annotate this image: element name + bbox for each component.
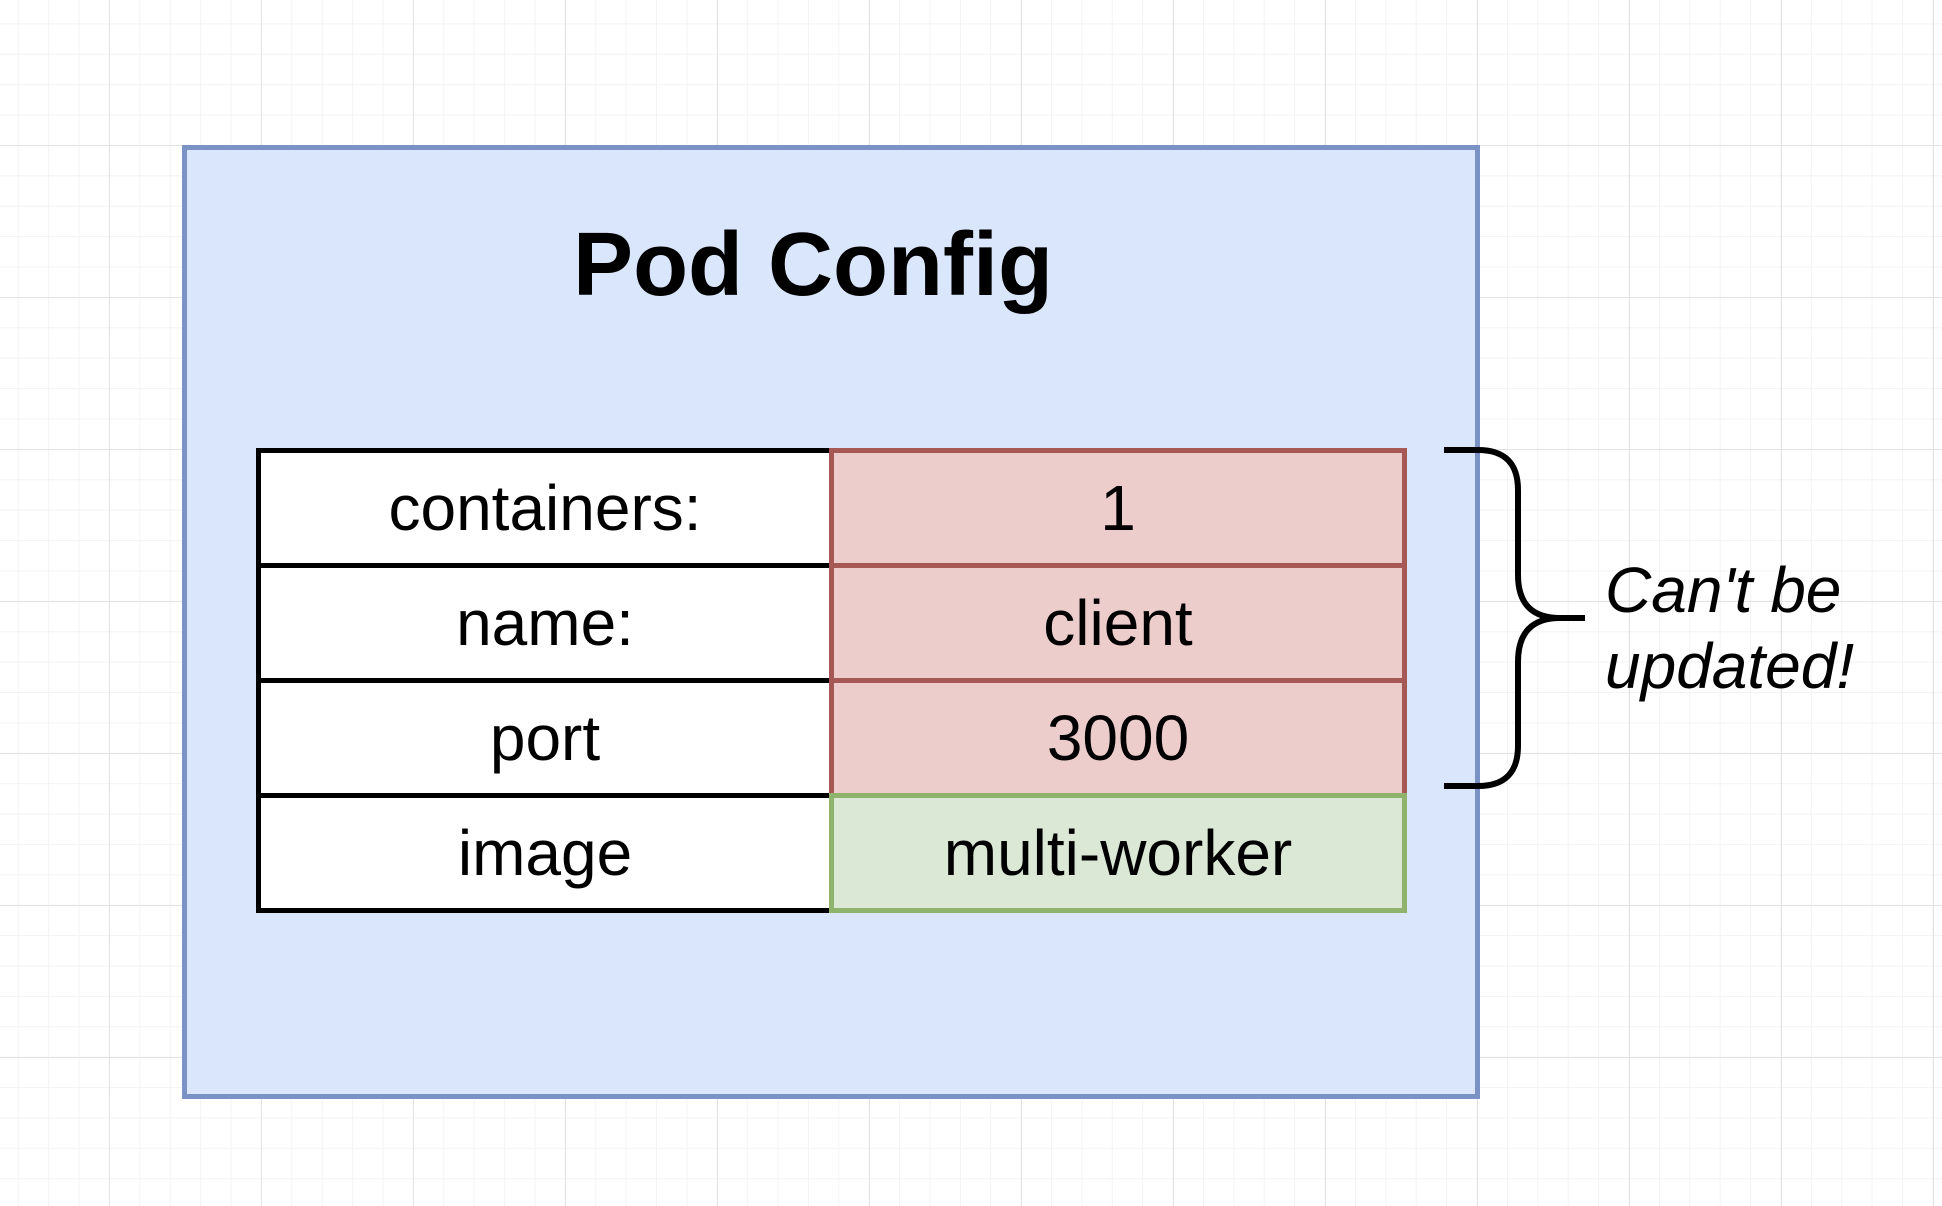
row-port-key: port — [256, 678, 834, 798]
row-name-key: name: — [256, 563, 834, 683]
row-name-value: client — [829, 563, 1407, 683]
note-line-1: Can't be — [1605, 554, 1842, 626]
row-image-key: image — [256, 793, 834, 913]
pod-config-title: Pod Config — [573, 215, 1053, 315]
note-line-2: updated! — [1605, 630, 1855, 702]
right-curly-brace-icon — [1444, 447, 1585, 789]
cant-be-updated-note: Can't be updated! — [1605, 552, 1854, 704]
row-image-value: multi-worker — [829, 793, 1407, 913]
row-containers-value: 1 — [829, 448, 1407, 568]
row-port-value: 3000 — [829, 678, 1407, 798]
row-containers-key: containers: — [256, 448, 834, 568]
